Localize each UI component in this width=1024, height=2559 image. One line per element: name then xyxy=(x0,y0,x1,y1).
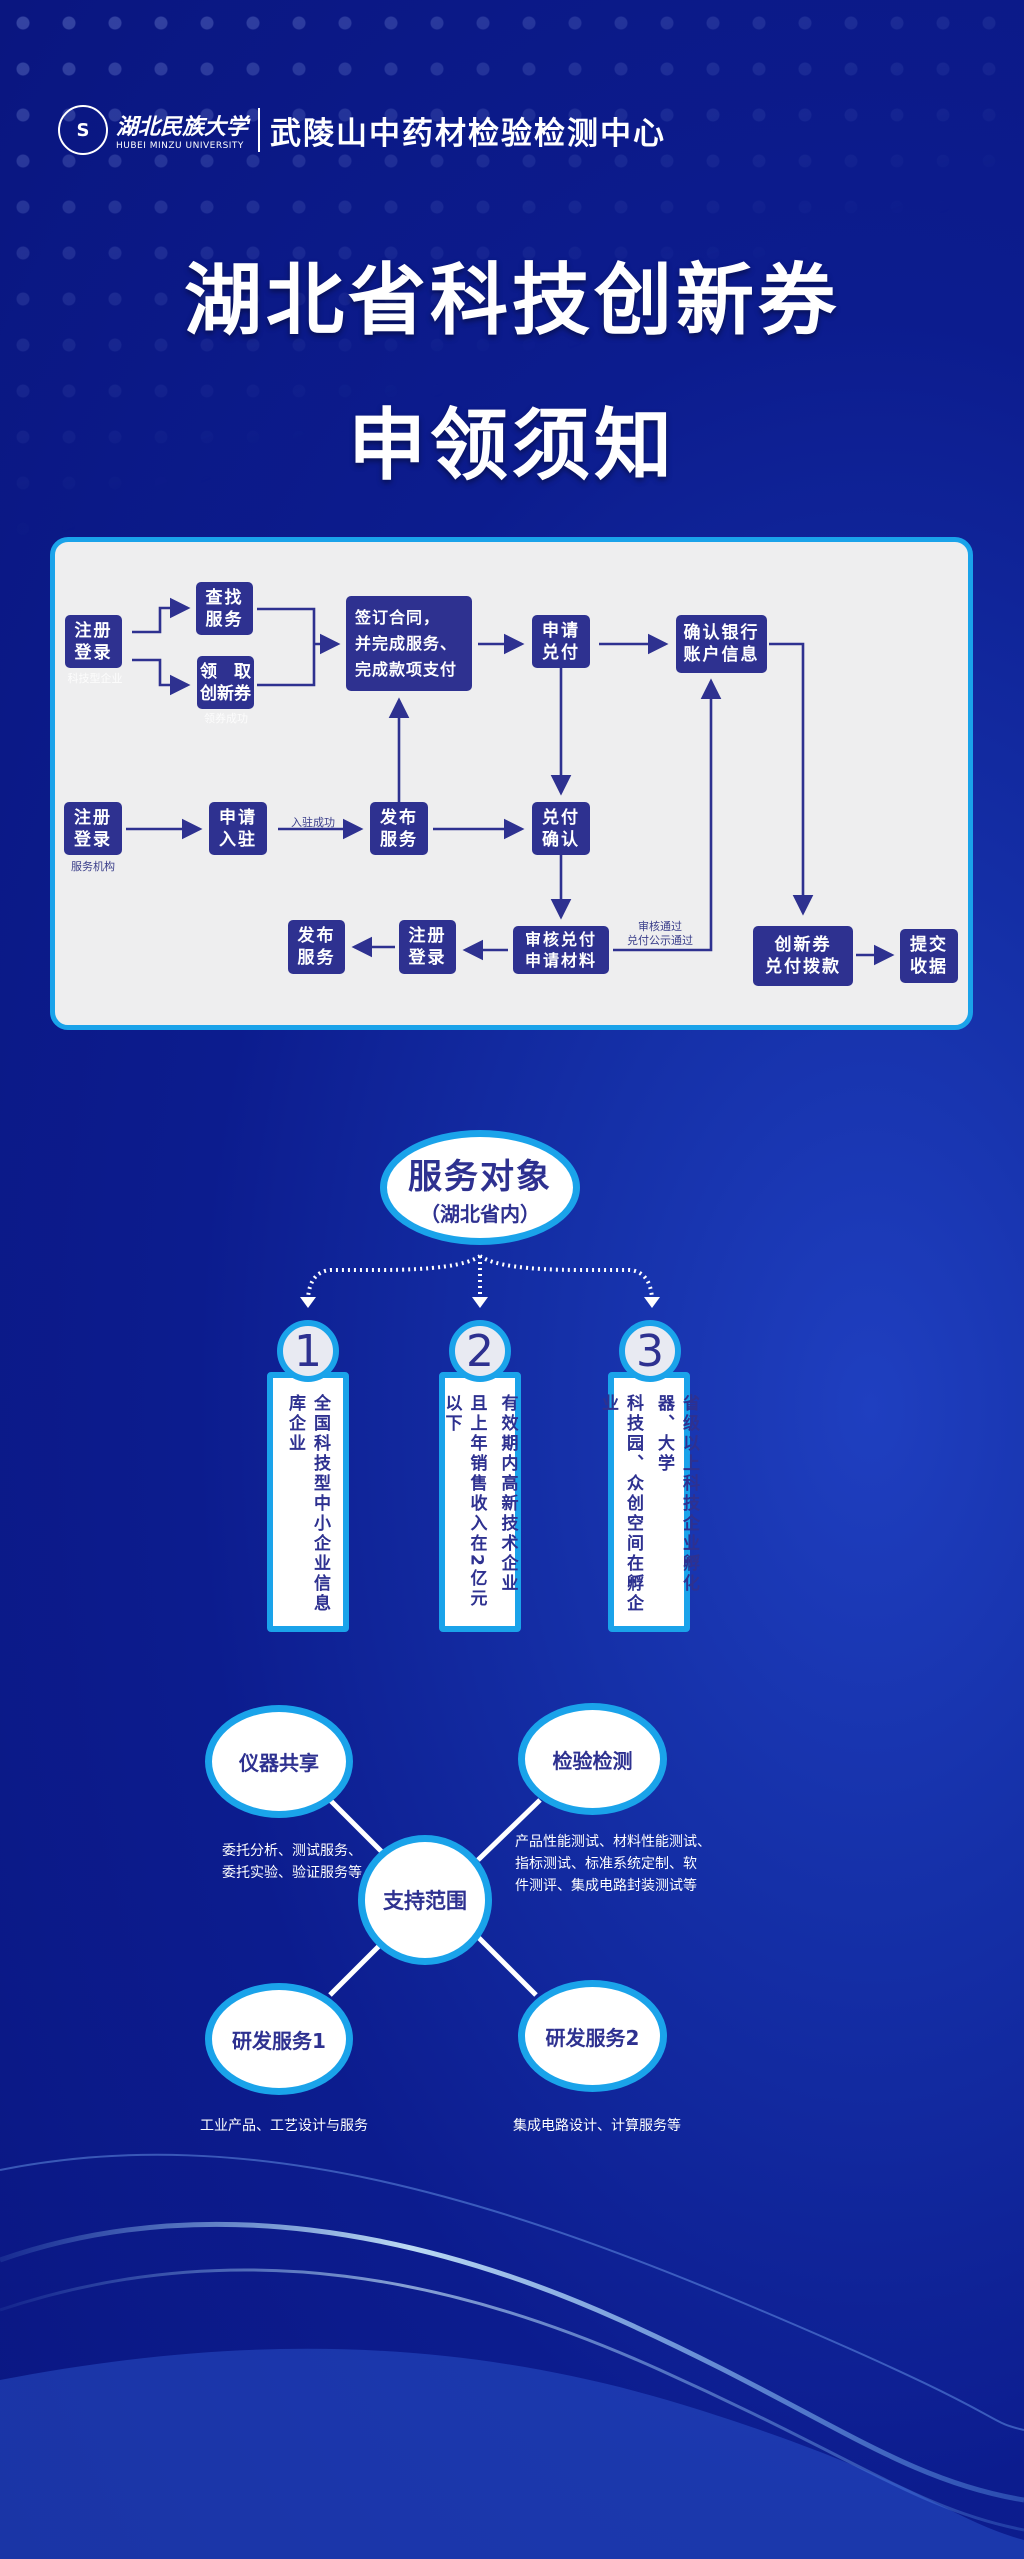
scope-rd-service-1: 研发服务1 xyxy=(205,1983,353,2095)
sign-contract-box: 签订合同， 并完成服务、 完成款项支付 xyxy=(346,596,472,691)
flowchart-connectors xyxy=(126,597,895,966)
target-card-1: 全国科技型中小企业信息库企业 xyxy=(267,1372,349,1632)
target-3-text-line-2: 科技园、众创空间在孵企业 xyxy=(598,1394,643,1614)
rd-service-2-desc: 集成电路设计、计算服务等 xyxy=(513,2118,681,2134)
enterprise-register-login-box: 注册 登录 xyxy=(65,615,122,668)
payment-confirm-box: 兑付 确认 xyxy=(532,802,590,855)
service-targets-ellipse: 服务对象 （湖北省内） xyxy=(380,1130,580,1245)
scope-instrument-sharing-label: 仪器共享 xyxy=(239,1751,319,1775)
target-number-2: 2 xyxy=(449,1320,511,1382)
university-name-en: HUBEI MINZU UNIVERSITY xyxy=(116,141,244,151)
join-success-label: 入驻成功 xyxy=(291,816,335,829)
scope-connectors xyxy=(328,1798,542,1997)
target-1-text: 全国科技型中小企业信息库企业 xyxy=(285,1394,330,1614)
target-card-2: 有效期内高新技术企业且上年销售收入在2亿元以下 xyxy=(439,1372,521,1632)
org-register-login-box: 注册 登录 xyxy=(64,802,122,855)
university-name-cn: 湖北民族大学 xyxy=(116,114,249,140)
service-org-note: 服务机构 xyxy=(71,860,115,873)
review-materials-box: 审核兑付 申请材料 xyxy=(513,926,609,974)
header-divider xyxy=(258,108,261,152)
light-wave-decoration xyxy=(0,2153,1024,2559)
find-service-box: 查找 服务 xyxy=(196,582,253,635)
header: S 湖北民族大学 HUBEI MINZU UNIVERSITY 武陵山中药材检验… xyxy=(58,105,666,155)
enterprise-note: 科技型企业 xyxy=(67,672,123,685)
service-targets-title: 服务对象 xyxy=(408,1156,552,1197)
university-logo: S xyxy=(58,105,108,155)
register-login-box-3: 注册 登录 xyxy=(399,920,456,974)
publish-service-box-2: 发布 服务 xyxy=(288,920,345,974)
inspection-testing-desc: 产品性能测试、材料性能测试、 指标测试、标准系统定制、软 件测评、集成电路封装测… xyxy=(515,1834,711,1894)
service-targets-subtitle: （湖北省内） xyxy=(420,1201,540,1226)
confirm-bank-account-box: 确认银行 账户信息 xyxy=(676,615,767,673)
claim-success-note: 领券成功 xyxy=(204,712,248,725)
target-2-text-line-1: 有效期内高新技术企业 xyxy=(497,1394,518,1594)
rd-service-1-desc: 工业产品、工艺设计与服务 xyxy=(200,2118,368,2134)
center-name: 武陵山中药材检验检测中心 xyxy=(270,115,667,152)
voucher-disburse-box: 创新券 兑付拨款 xyxy=(753,926,853,986)
scope-rd-service-2-label: 研发服务2 xyxy=(545,2025,640,2050)
scope-center-label: 支持范围 xyxy=(383,1889,467,1913)
target-number-3: 3 xyxy=(619,1320,681,1382)
claim-voucher-box: 领 取 创新券 xyxy=(197,656,254,709)
review-pass-note: 审核通过 兑付公示通过 xyxy=(627,920,693,947)
target-card-3: 省级以上科技企业孵化器、大学科技园、众创空间在孵企业 xyxy=(598,1372,699,1632)
title-line-2: 申领须知 xyxy=(347,401,676,491)
instrument-sharing-desc: 委托分析、测试服务、 委托实验、验证服务等 xyxy=(222,1843,362,1881)
title-line-1: 湖北省科技创新券 xyxy=(183,256,840,346)
scope-center: 支持范围 xyxy=(358,1835,492,1965)
apply-payment-box: 申请 兑付 xyxy=(532,615,590,668)
dotted-branch-arrows xyxy=(300,1254,660,1308)
dot-pattern xyxy=(0,0,1024,560)
publish-service-box: 发布 服务 xyxy=(370,802,428,855)
target-2-text-line-2: 且上年销售收入在2亿元以下 xyxy=(441,1394,487,1609)
scope-rd-service-1-label: 研发服务1 xyxy=(232,2028,326,2053)
submit-receipt-box: 提交 收据 xyxy=(900,929,958,983)
scope-instrument-sharing: 仪器共享 xyxy=(205,1705,353,1818)
target-number-1: 1 xyxy=(277,1320,339,1382)
apply-join-box: 申请 入驻 xyxy=(209,802,267,855)
scope-rd-service-2: 研发服务2 xyxy=(518,1980,667,2092)
target-3-text-line-1: 省级以上科技企业孵化器、大学 xyxy=(654,1394,699,1594)
scope-inspection-testing: 检验检测 xyxy=(518,1703,667,1815)
scope-inspection-testing-label: 检验检测 xyxy=(552,1748,633,1773)
